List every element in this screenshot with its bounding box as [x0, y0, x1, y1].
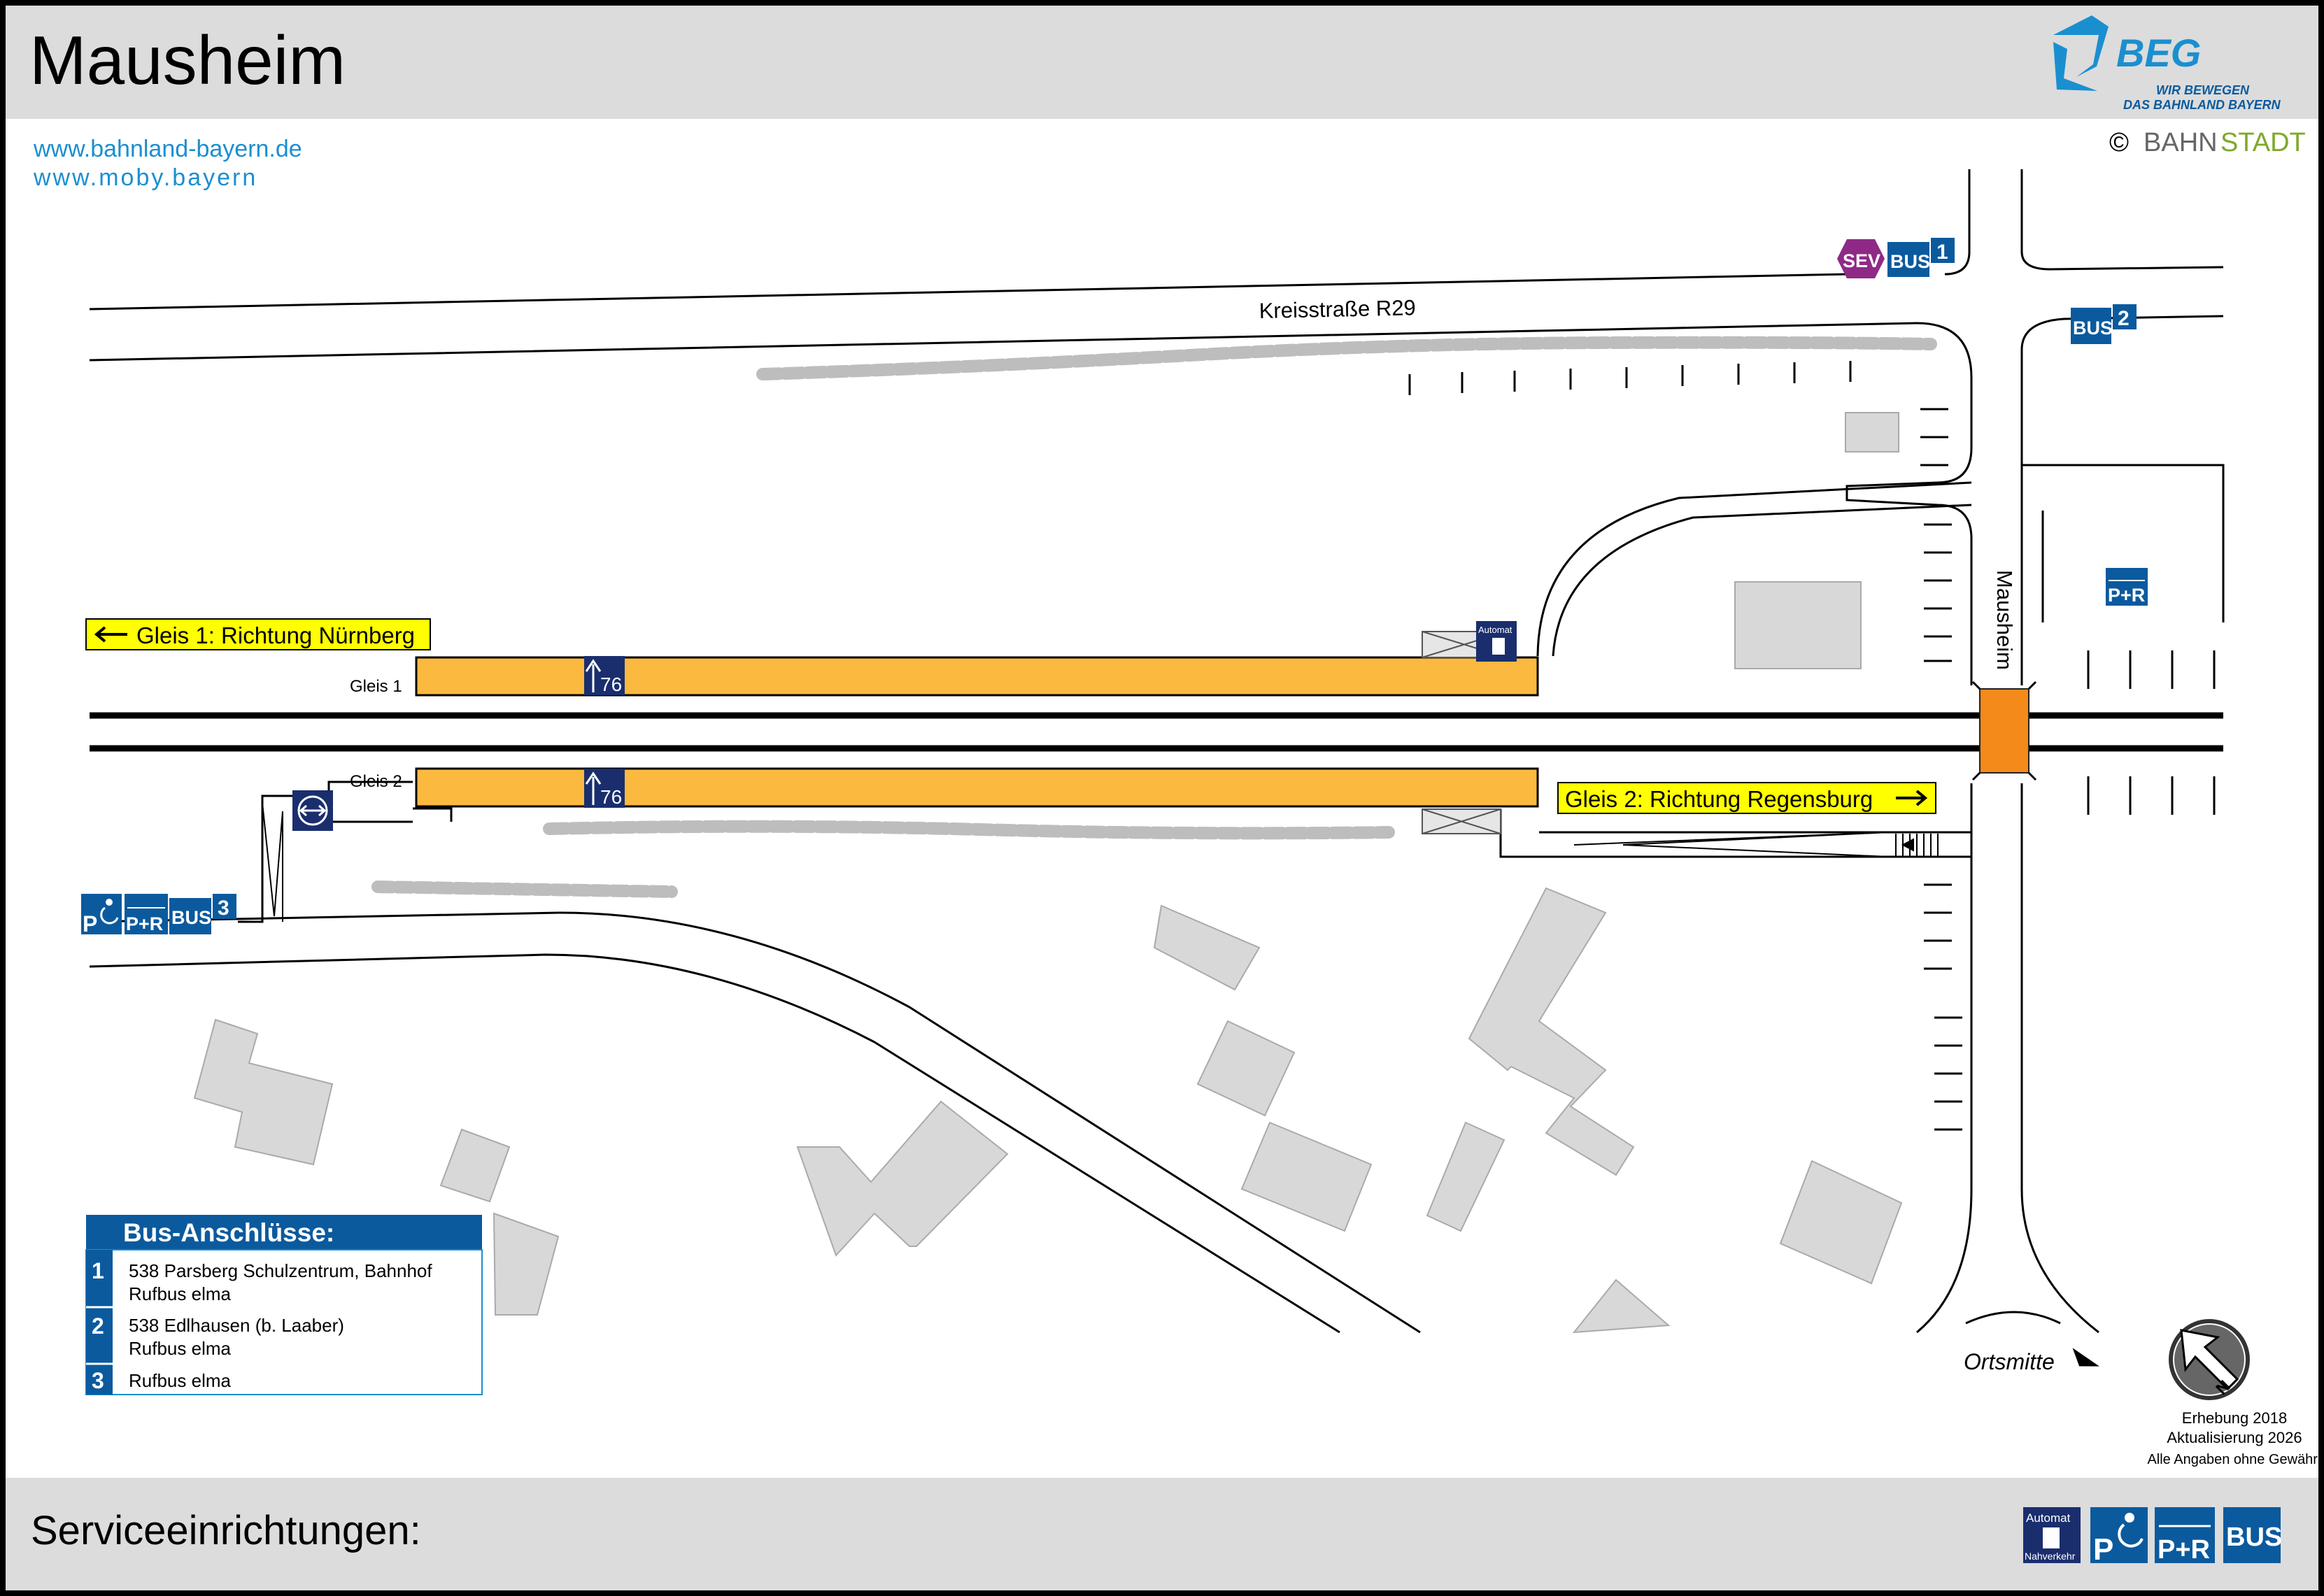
update-year: Aktualisierung 2026: [2167, 1429, 2302, 1446]
footer-wheelchair-parking-icon: P: [2090, 1507, 2148, 1567]
beg-logo-text: BEG: [2116, 31, 2201, 75]
bus-table-title: Bus-Anschlüsse:: [123, 1218, 334, 1247]
beg-slogan-1: WIR BEWEGEN: [2156, 83, 2250, 97]
hedges: [371, 336, 1937, 898]
bus-row-1-line2: Rufbus elma: [129, 1283, 231, 1304]
crossing-barriers: [1971, 681, 2037, 781]
footer-parking-label: P: [2093, 1532, 2113, 1567]
direction-sign-gleis2: Gleis 2: Richtung Regensburg: [1557, 782, 1936, 814]
pr-label-left: P+R: [126, 913, 163, 934]
arrow-right-icon: [1896, 790, 1928, 806]
road-junction-right: [2020, 169, 2224, 271]
platform-height-1: 76: [600, 674, 622, 695]
header-band: [3, 3, 2321, 119]
arrow-left-icon: [94, 626, 127, 643]
bus-row-1-line1: 538 Parsberg Schulzentrum, Bahnhof: [129, 1260, 432, 1281]
park-ride-icon: [125, 894, 168, 934]
sev-icon: [1837, 239, 1885, 278]
footer-title: Serviceeinrichtungen:: [31, 1508, 421, 1553]
bus-label-3: BUS: [171, 907, 211, 928]
footer-bus-icon: BUS: [2223, 1507, 2282, 1563]
shelter-gleis2: [1422, 808, 1501, 834]
bus-row-num-2: 2: [92, 1313, 104, 1339]
platform-height-icon: 76: [584, 656, 625, 695]
bus-icon: [1887, 242, 1929, 277]
bus-stop-number-2: 2: [2118, 307, 2130, 330]
bus-stop-number-3: 3: [218, 897, 229, 920]
stairs: [1895, 834, 1939, 857]
footer-automat-line2: Nahverkehr: [2025, 1551, 2076, 1562]
ortsmitte-arrow-icon: [2072, 1348, 2099, 1367]
automat-map-label: Automat: [1478, 625, 1512, 635]
road-to-gleis1-inner: [1536, 504, 1972, 657]
footpath-gleis2-c: [413, 807, 453, 822]
street-mausheim: Mausheim: [1992, 570, 2017, 670]
road-kreisstrasse-bottom: [89, 322, 1973, 685]
bus-stop-2[interactable]: BUS 2: [2071, 304, 2137, 344]
ramp-gleis2: [262, 802, 283, 922]
footer-automat-icon: Automat Nahverkehr: [2023, 1507, 2081, 1563]
road-kreisstrasse-top: [89, 273, 1849, 311]
ticket-machine-icon[interactable]: Automat: [1476, 621, 1517, 662]
park-ride-icon[interactable]: P+R: [2106, 568, 2148, 606]
buildings: [193, 412, 1903, 1334]
street-kreisstrasse: Kreisstraße R29: [1259, 295, 1416, 323]
copyright-symbol: ©: [2109, 128, 2129, 157]
beg-logo: BEG WIR BEWEGEN DAS BAHNLAND BAYERN: [2053, 15, 2281, 112]
transfer-icon: [292, 790, 333, 831]
bus-stop-3-group[interactable]: P P+R BUS 3: [81, 894, 236, 936]
footer-automat-line1: Automat: [2026, 1511, 2071, 1525]
copyright-bahn: BAHN: [2144, 128, 2218, 157]
road-lower-inner: [89, 953, 1340, 1334]
bus-connections-table: Bus-Anschlüsse: 1 538 Parsberg Schulzent…: [85, 1215, 483, 1395]
bus-row-num-3: 3: [92, 1368, 104, 1393]
survey-year: Erhebung 2018: [2182, 1409, 2287, 1427]
sev-bus-stop-1[interactable]: SEV BUS 1: [1837, 238, 1955, 278]
road-lower-outer: [89, 911, 1421, 1334]
page-title: Mausheim: [29, 22, 346, 99]
ortsmitte-label: Ortsmitte: [1964, 1349, 2055, 1374]
parking-stripes: [1408, 361, 2216, 1131]
gleis1-label: Gleis 1: [350, 677, 402, 696]
bus-icon: [169, 898, 211, 934]
bus-row-2-line2: Rufbus elma: [129, 1338, 231, 1359]
platform-height-icon: 76: [584, 769, 625, 808]
sev-label: SEV: [1843, 250, 1880, 271]
bus-label-2: BUS: [2073, 318, 2113, 339]
footer-bus-label: BUS: [2226, 1523, 2282, 1552]
link-bahnland[interactable]: www.bahnland-bayern.de: [33, 136, 302, 162]
bus-icon: [2071, 308, 2111, 344]
platform-height-2: 76: [600, 786, 622, 808]
direction-sign-gleis1: Gleis 1: Richtung Nürnberg: [85, 618, 431, 650]
disclaimer: Alle Angaben ohne Gewähr!: [2147, 1452, 2321, 1467]
road-mausheim-left-lower: [1916, 783, 1973, 1334]
beg-slogan-2: DAS BAHNLAND BAYERN: [2123, 98, 2281, 112]
bus-label-1: BUS: [1890, 251, 1930, 272]
direction2-text: Gleis 2: Richtung Regensburg: [1565, 786, 1873, 812]
bus-row-3-line1: Rufbus elma: [129, 1370, 231, 1391]
copyright-stadt: STADT: [2220, 128, 2306, 157]
bus-stop-number-1: 1: [1936, 241, 1948, 264]
ramp-lower: [1573, 832, 1890, 857]
north-arrow-icon: N: [2169, 1319, 2250, 1400]
road-p-r-access: [2020, 315, 2225, 622]
gleis2-label: Gleis 2: [350, 772, 402, 791]
road-to-gleis1-outer: [1536, 481, 1972, 657]
level-crossing: [1979, 688, 2029, 774]
road-junction-left: [1944, 169, 1971, 276]
road-mausheim-right-lower: [2020, 783, 2099, 1334]
footer-pr-label: P+R: [2158, 1535, 2210, 1565]
ortsmitte-arc: [1965, 1311, 2061, 1325]
footer-band: [3, 1478, 2321, 1593]
bus-row-2-line1: 538 Edlhausen (b. Laaber): [129, 1315, 344, 1336]
bus-row-num-1: 1: [92, 1258, 104, 1283]
direction1-text: Gleis 1: Richtung Nürnberg: [136, 622, 415, 648]
link-moby[interactable]: www.moby.bayern: [33, 164, 257, 191]
footer-park-ride-icon: P+R: [2155, 1507, 2215, 1565]
pr-label-map: P+R: [2108, 585, 2145, 606]
parking-label: P: [83, 911, 97, 936]
